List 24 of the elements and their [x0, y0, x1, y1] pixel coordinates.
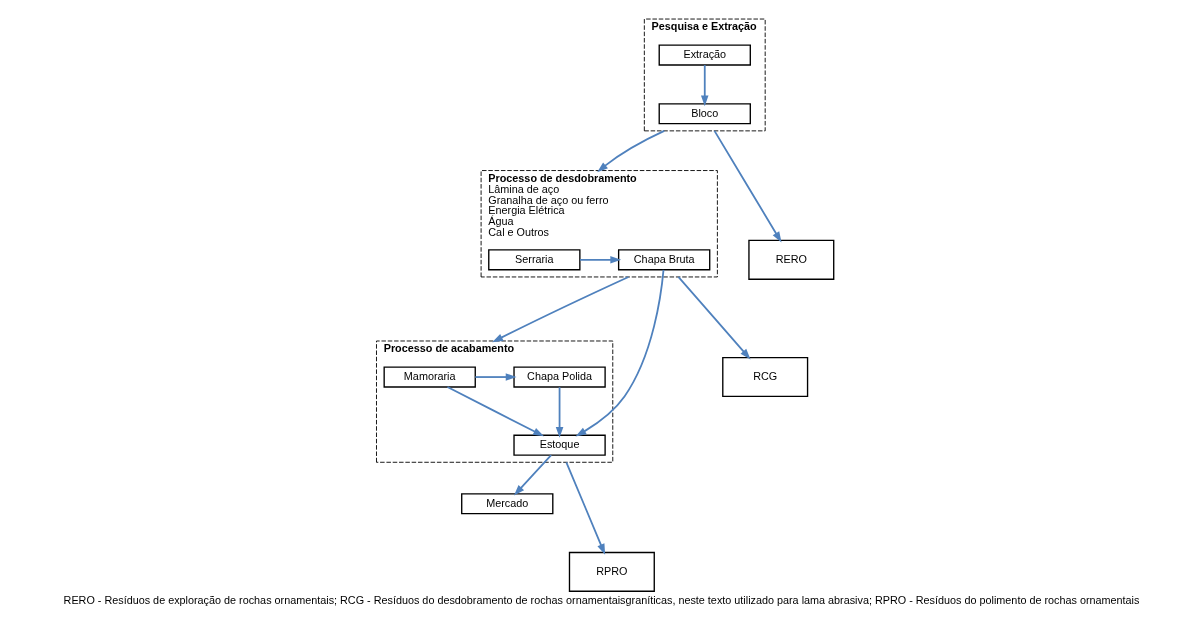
- node-box: RPRO: [568, 551, 655, 592]
- arrow: [596, 129, 665, 173]
- arrow: [491, 276, 629, 343]
- arrow: [575, 268, 664, 437]
- arrow: [473, 373, 517, 381]
- arrow: [677, 276, 751, 360]
- caption: RERO - Resíduos de exploração de rochas ornamentais; RCG - Resíduos do desdobramento de rochas ornamentaisgraníticas, neste texto utilizado para lama abrasiva; RPRO - Resíduos do polimento de rochas ornamentais: [63, 593, 1139, 606]
- node-box: Mercado: [460, 493, 553, 515]
- node-box: Bloco: [658, 103, 751, 125]
- arrow: [700, 64, 709, 107]
- node-box: RERO: [747, 239, 834, 280]
- node-box: Estoque: [512, 434, 606, 456]
- node-box: Mamoraria: [383, 366, 476, 388]
- node-box: RCG: [721, 357, 808, 398]
- node-box: Serraria: [487, 249, 581, 271]
- node-box: Chapa Bruta: [617, 249, 710, 271]
- node-box: Chapa Polida: [512, 366, 606, 388]
- arrow: [446, 386, 544, 437]
- arrow: [578, 256, 621, 264]
- arrow: [513, 454, 552, 496]
- node-box: Extração: [658, 44, 751, 66]
- arrow: [555, 386, 563, 438]
- arrow: [564, 461, 605, 555]
- arrow: [713, 129, 782, 243]
